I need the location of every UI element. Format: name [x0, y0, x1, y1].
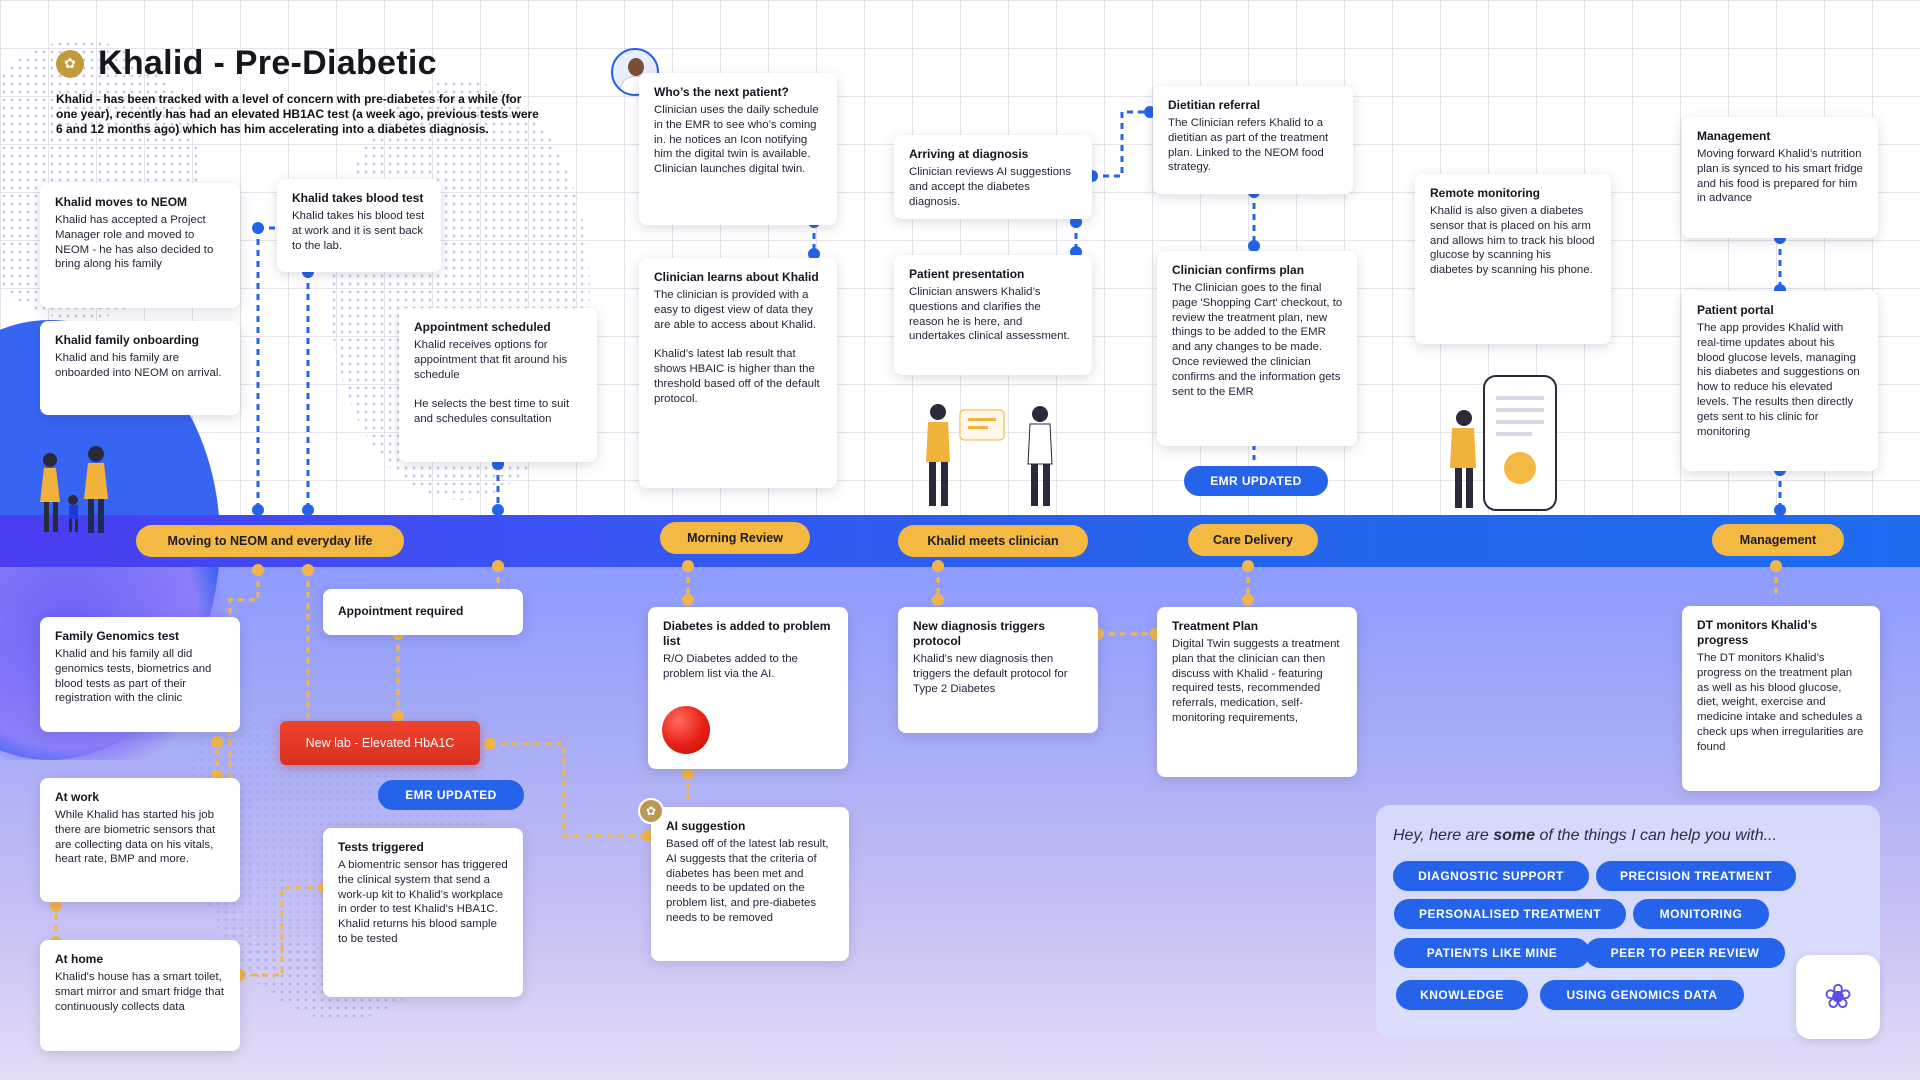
alert-indicator [662, 706, 710, 754]
emr-updated-badge: EMR UPDATED [378, 780, 524, 810]
card-arriving-diagnosis[interactable]: Arriving at diagnosis Clinician reviews … [894, 135, 1092, 219]
card-appointment-scheduled[interactable]: Appointment scheduled Khalid receives op… [399, 308, 597, 462]
card-remote-monitoring[interactable]: Remote monitoring Khalid is also given a… [1415, 174, 1611, 344]
card-next-patient[interactable]: Who’s the next patient? Clinician uses t… [639, 73, 837, 225]
title-block: ✿ Khalid - Pre-Diabetic [56, 44, 437, 83]
ai-badge-icon: ✿ [638, 798, 664, 824]
card-tests-triggered[interactable]: Tests triggered A biomentric sensor has … [323, 828, 523, 997]
stage-moving-to-neom[interactable]: Moving to NEOM and everyday life [136, 525, 404, 557]
card-clinician-confirms[interactable]: Clinician confirms plan The Clinician go… [1157, 251, 1357, 446]
card-dietitian-referral[interactable]: Dietitian referral The Clinician refers … [1153, 86, 1353, 194]
emr-updated-badge: EMR UPDATED [1184, 466, 1328, 496]
card-family-onboarding[interactable]: Khalid family onboarding Khalid and his … [40, 321, 240, 415]
chip-personalised-treatment[interactable]: PERSONALISED TREATMENT [1394, 899, 1626, 929]
chip-precision-treatment[interactable]: PRECISION TREATMENT [1596, 861, 1796, 891]
card-blood-test[interactable]: Khalid takes blood test Khalid takes his… [277, 179, 441, 272]
help-panel: Hey, here are some of the things I can h… [1376, 805, 1880, 1037]
card-dt-monitors[interactable]: DT monitors Khalid’s progress The DT mon… [1682, 606, 1880, 791]
card-at-work[interactable]: At work While Khalid has started his job… [40, 778, 240, 902]
chip-knowledge[interactable]: KNOWLEDGE [1396, 980, 1528, 1010]
lotus-icon[interactable]: ❀ [1796, 955, 1880, 1039]
chip-monitoring[interactable]: MONITORING [1633, 899, 1769, 929]
stage-khalid-meets-clinician[interactable]: Khalid meets clinician [898, 525, 1088, 557]
card-khalid-moves[interactable]: Khalid moves to NEOM Khalid has accepted… [40, 183, 240, 308]
new-lab-alert[interactable]: New lab - Elevated HbA1C [280, 721, 480, 765]
stage-care-delivery[interactable]: Care Delivery [1188, 524, 1318, 556]
chip-patients-like-mine[interactable]: PATIENTS LIKE MINE [1394, 938, 1590, 968]
card-treatment-plan[interactable]: Treatment Plan Digital Twin suggests a t… [1157, 607, 1357, 777]
card-new-diagnosis[interactable]: New diagnosis triggers protocol Khalid's… [898, 607, 1098, 733]
chip-using-genomics-data[interactable]: USING GENOMICS DATA [1540, 980, 1744, 1010]
card-patient-presentation[interactable]: Patient presentation Clinician answers K… [894, 255, 1092, 375]
intro-text: Khalid - has been tracked with a level o… [56, 92, 539, 136]
help-title: Hey, here are some of the things I can h… [1393, 827, 1777, 844]
stage-management[interactable]: Management [1712, 524, 1844, 556]
card-clinician-learns[interactable]: Clinician learns about Khalid The clinic… [639, 258, 837, 488]
card-ai-suggestion[interactable]: AI suggestion Based off of the latest la… [651, 807, 849, 961]
card-management[interactable]: Management Moving forward Khalid’s nutri… [1682, 117, 1878, 238]
chip-peer-to-peer-review[interactable]: PEER TO PEER REVIEW [1585, 938, 1785, 968]
page-title: Khalid - Pre-Diabetic [98, 44, 437, 82]
card-patient-portal[interactable]: Patient portal The app provides Khalid w… [1682, 291, 1878, 471]
card-at-home[interactable]: At home Khalid's house has a smart toile… [40, 940, 240, 1051]
chip-diagnostic-support[interactable]: DIAGNOSTIC SUPPORT [1393, 861, 1589, 891]
card-diabetes-problem-list[interactable]: Diabetes is added to problem list R/O Di… [648, 607, 848, 769]
logo-badge-icon: ✿ [56, 49, 84, 78]
stage-morning-review[interactable]: Morning Review [660, 522, 810, 554]
card-family-genomics[interactable]: Family Genomics test Khalid and his fami… [40, 617, 240, 732]
card-appointment-required[interactable]: Appointment required [323, 589, 523, 635]
